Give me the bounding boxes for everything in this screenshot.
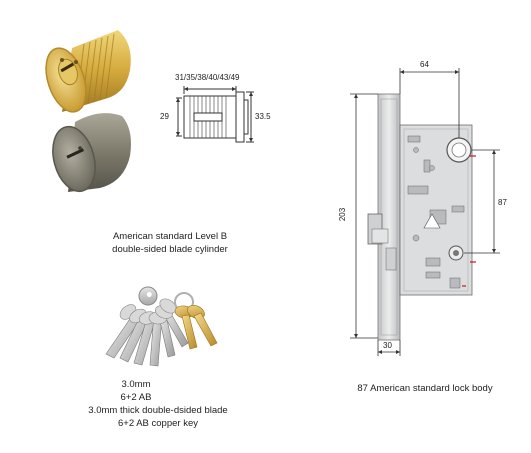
keys-caption-line1: 3.0mm: [121, 379, 151, 390]
cylinder-outer-diameter-dimension: 33.5: [255, 112, 271, 121]
cylinder-inner-diameter-dimension: 29: [160, 112, 169, 121]
keys-caption: 3.0mm 6+2 AB 3.0mm thick double-dsided b…: [58, 378, 258, 430]
cylinder-caption-line1: American standard Level B: [112, 231, 228, 242]
cylinder-length-dimension: 31/35/38/40/43/49: [175, 73, 240, 82]
keys-caption-line3: 3.0mm thick double-dsided blade: [88, 405, 228, 416]
cylinder-caption: American standard Level B double-sided b…: [80, 230, 260, 256]
lock-backset-dimension: 87: [498, 198, 507, 207]
keys-caption-line4: 6+2 AB copper key: [117, 418, 198, 429]
lock-faceplate-width-dimension: 30: [383, 341, 392, 350]
lock-width-dimension: 64: [420, 60, 429, 69]
cylinder-caption-line2: double-sided blade cylinder: [112, 244, 228, 255]
lock-height-dimension: 203: [338, 207, 348, 222]
lock-body-caption: 87 American standard lock body: [357, 383, 493, 394]
keys-caption-line2: 6+2 AB: [120, 392, 152, 403]
